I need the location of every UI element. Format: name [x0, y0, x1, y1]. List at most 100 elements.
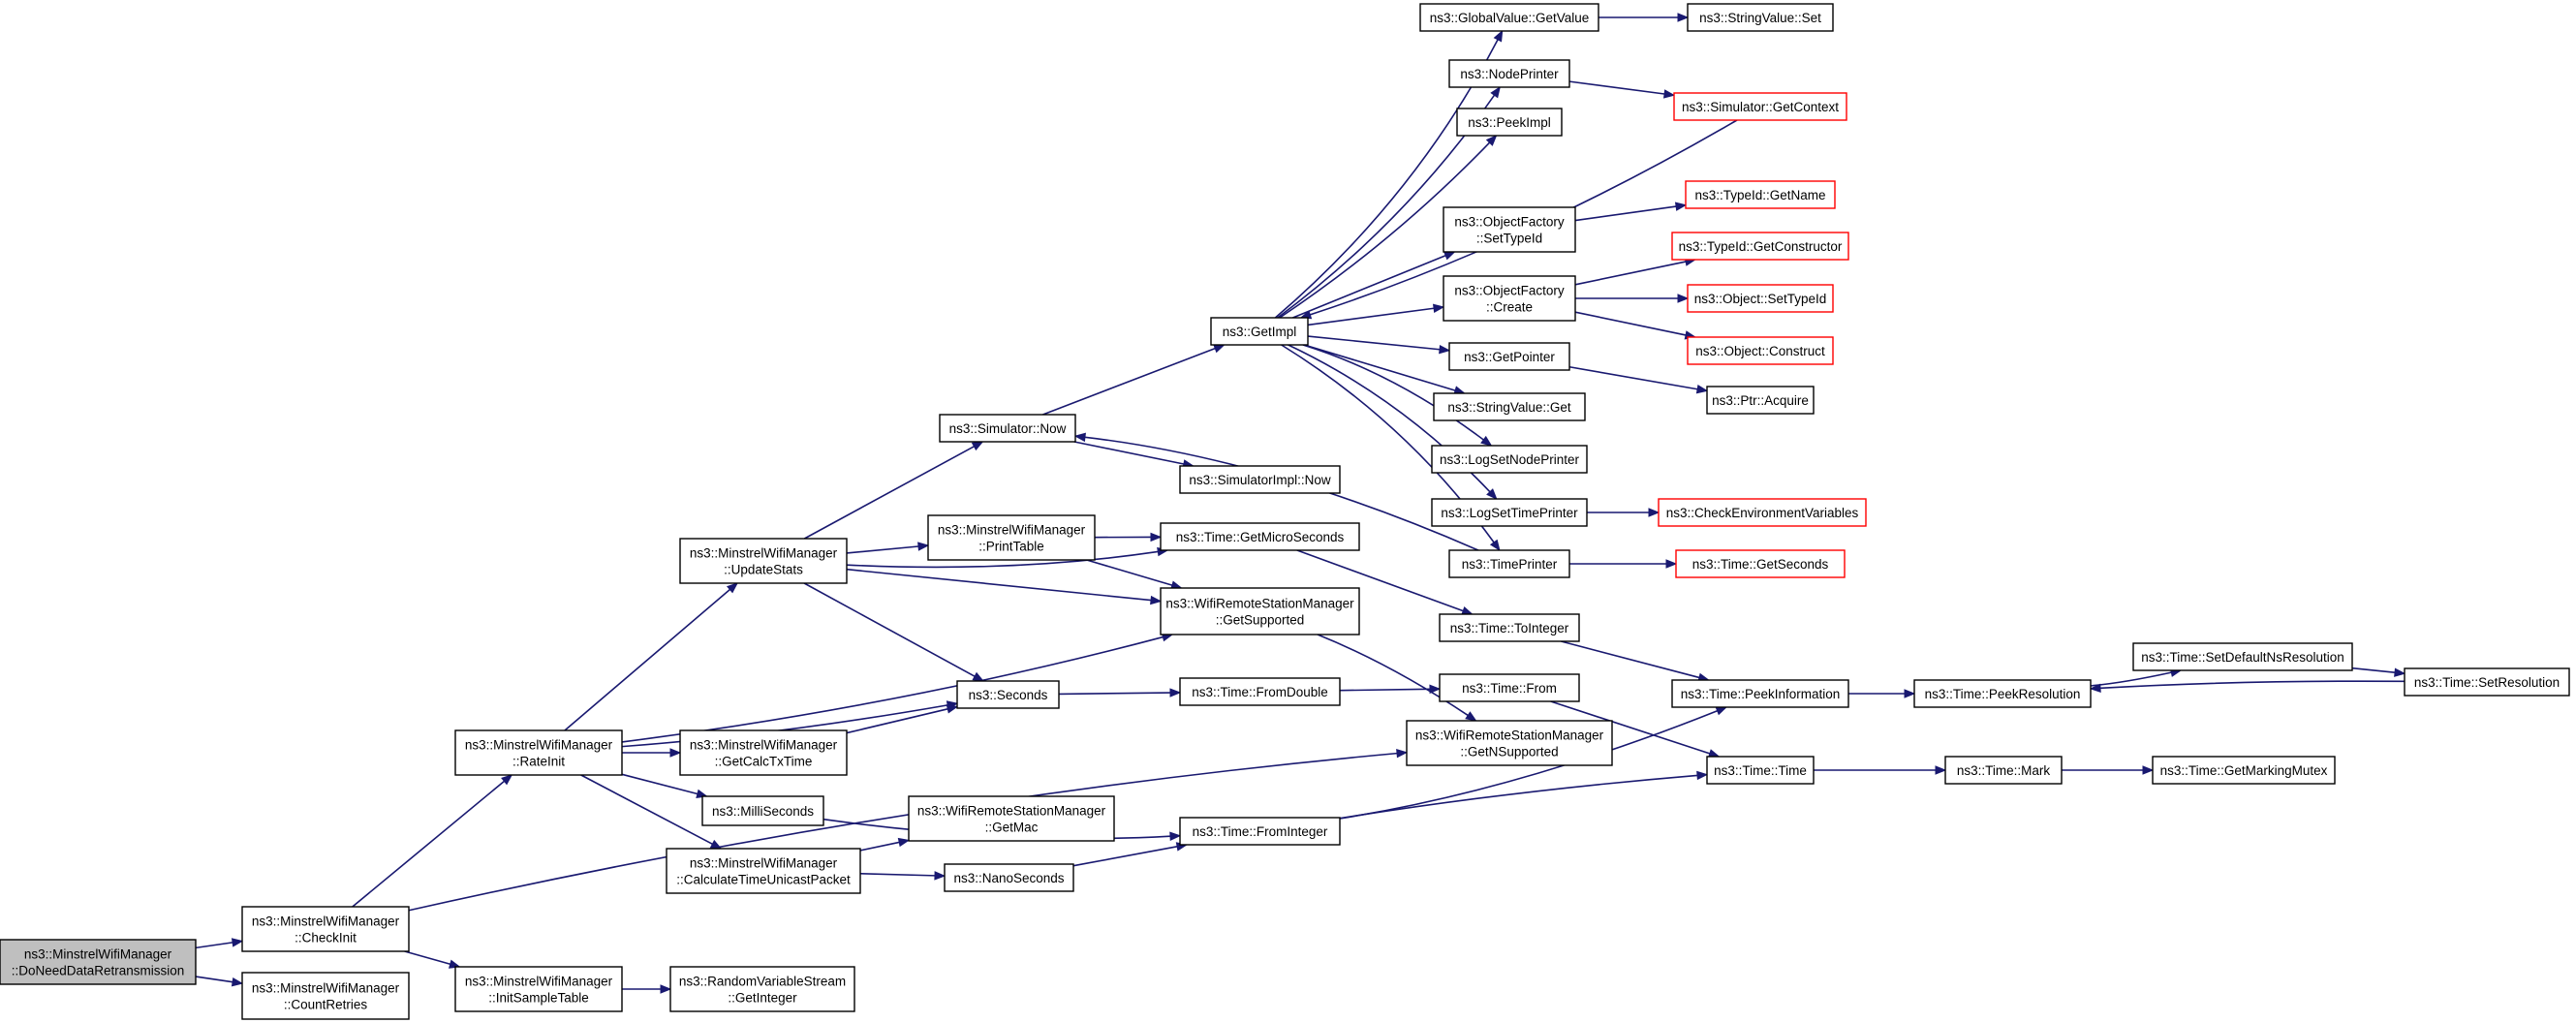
- graph-node-objconstruct[interactable]: ns3::Object::Construct: [1687, 336, 1834, 365]
- graph-node-getmarkingmutex[interactable]: ns3::Time::GetMarkingMutex: [2152, 756, 2336, 785]
- arrowhead: [709, 839, 723, 850]
- node-box: [1439, 613, 1580, 642]
- graph-node-initsampletable[interactable]: ns3::MinstrelWifiManager::InitSampleTabl…: [454, 966, 623, 1012]
- graph-node-timeprinter[interactable]: ns3::TimePrinter: [1448, 549, 1570, 578]
- graph-node-setdefaultns[interactable]: ns3::Time::SetDefaultNsResolution: [2132, 642, 2353, 671]
- node-box: [939, 414, 1076, 443]
- node-label: ns3::Time::SetResolution: [2414, 675, 2560, 690]
- graph-node-ofsettypeid[interactable]: ns3::ObjectFactory::SetTypeId: [1443, 206, 1576, 253]
- edge-timefrom-to-timetime: [1550, 700, 1711, 755]
- node-label: ns3::Time::PeekInformation: [1681, 687, 1841, 701]
- graph-node-timetime[interactable]: ns3::Time::Time: [1706, 756, 1815, 785]
- graph-node-stringvalueset[interactable]: ns3::StringValue::Set: [1687, 3, 1834, 32]
- edge-updatestats-to-printtable: [846, 545, 919, 554]
- graph-node-nodeprinter[interactable]: ns3::NodePrinter: [1448, 59, 1570, 88]
- graph-node-getnsupported[interactable]: ns3::WifiRemoteStationManager::GetNSuppo…: [1406, 720, 1613, 766]
- node-box: [2404, 667, 2570, 697]
- node-label: ns3::MinstrelWifiManager: [690, 856, 838, 871]
- graph-node-getinteger[interactable]: ns3::RandomVariableStream::GetInteger: [669, 966, 855, 1012]
- graph-node-logsettimeprinter[interactable]: ns3::LogSetTimePrinter: [1431, 498, 1588, 527]
- node-box: [1687, 284, 1834, 313]
- edge-setdefaultns-to-setresolution: [2351, 666, 2396, 673]
- node-label: ns3::MinstrelWifiManager: [24, 947, 172, 962]
- node-label: ns3::WifiRemoteStationManager: [1165, 597, 1354, 611]
- node-label: ns3::GlobalValue::GetValue: [1430, 11, 1590, 25]
- arrowhead: [1213, 344, 1226, 354]
- graph-node-getseconds[interactable]: ns3::Time::GetSeconds: [1675, 549, 1846, 578]
- node-box: [1179, 465, 1341, 494]
- node-label: ns3::MinstrelWifiManager: [690, 546, 838, 561]
- graph-node-ofcreate[interactable]: ns3::ObjectFactory::Create: [1443, 275, 1576, 322]
- edge-simnow-to-simimplnow: [1073, 441, 1185, 465]
- node-label: ns3::Time::SetDefaultNsResolution: [2141, 650, 2344, 665]
- graph-node-timefrom[interactable]: ns3::Time::From: [1439, 673, 1580, 702]
- edge-ofsettypeid-to-typeidgetname: [1574, 205, 1677, 222]
- graph-node-getmac[interactable]: ns3::WifiRemoteStationManager::GetMac: [908, 795, 1115, 842]
- node-label: ns3::Object::SetTypeId: [1694, 292, 1827, 306]
- graph-node-typeidgetname[interactable]: ns3::TypeId::GetName: [1685, 180, 1836, 209]
- graph-node-logsetnodeprinter[interactable]: ns3::LogSetNodePrinter: [1431, 445, 1588, 474]
- edge-printtable-to-getsupported: [1086, 559, 1173, 586]
- graph-node-rateinit[interactable]: ns3::MinstrelWifiManager::RateInit: [454, 729, 623, 776]
- node-label: ns3::MilliSeconds: [712, 804, 814, 819]
- node-label: ::GetCalcTxTime: [715, 755, 813, 769]
- graph-node-stringvalueget[interactable]: ns3::StringValue::Get: [1433, 392, 1586, 421]
- graph-node-peekinformation[interactable]: ns3::Time::PeekInformation: [1671, 679, 1849, 708]
- graph-node-objsettypeid[interactable]: ns3::Object::SetTypeId: [1687, 284, 1834, 313]
- graph-node-fromdouble[interactable]: ns3::Time::FromDouble: [1179, 677, 1341, 706]
- arrowhead: [726, 582, 739, 594]
- graph-node-updatestats[interactable]: ns3::MinstrelWifiManager::UpdateStats: [679, 538, 848, 584]
- edge-updatestats-to-simnow: [803, 446, 975, 540]
- graph-node-simnow[interactable]: ns3::Simulator::Now: [939, 414, 1076, 443]
- graph-node-getcontext[interactable]: ns3::Simulator::GetContext: [1673, 92, 1847, 121]
- node-label: ::GetMac: [985, 821, 1039, 835]
- node-label: ns3::TypeId::GetConstructor: [1679, 239, 1843, 254]
- graph-node-root[interactable]: ns3::MinstrelWifiManager::DoNeedDataRetr…: [0, 939, 197, 985]
- arrowhead: [1169, 831, 1182, 841]
- node-box: [1913, 679, 2092, 708]
- graph-node-calctimeunicast[interactable]: ns3::MinstrelWifiManager::CalculateTimeU…: [666, 848, 861, 894]
- node-label: ns3::WifiRemoteStationManager: [917, 804, 1106, 819]
- arrowhead: [2394, 667, 2406, 677]
- graph-node-typeidgetctor[interactable]: ns3::TypeId::GetConstructor: [1671, 232, 1849, 261]
- node-box: [679, 729, 848, 776]
- edge-setresolution-to-peekresolution: [2099, 680, 2405, 690]
- graph-node-globalvalue[interactable]: ns3::GlobalValue::GetValue: [1419, 3, 1599, 32]
- node-label: ns3::Time::Time: [1714, 763, 1807, 778]
- graph-node-peekimpl[interactable]: ns3::PeekImpl: [1456, 108, 1563, 137]
- node-label: ns3::TypeId::GetName: [1694, 188, 1825, 202]
- arrowhead: [1674, 202, 1688, 211]
- graph-node-seconds[interactable]: ns3::Seconds: [956, 680, 1060, 709]
- node-label: ns3::MinstrelWifiManager: [690, 738, 838, 753]
- graph-node-checkinit[interactable]: ns3::MinstrelWifiManager::CheckInit: [241, 906, 410, 952]
- node-label: ns3::WifiRemoteStationManager: [1415, 728, 1604, 743]
- edge-getimpl-to-ofsettypeid: [1292, 255, 1446, 319]
- graph-node-getimpl[interactable]: ns3::GetImpl: [1210, 317, 1309, 346]
- graph-node-getcalctxtime[interactable]: ns3::MinstrelWifiManager::GetCalcTxTime: [679, 729, 848, 776]
- graph-node-milliseconds[interactable]: ns3::MilliSeconds: [701, 795, 824, 826]
- graph-node-simimplnow[interactable]: ns3::SimulatorImpl::Now: [1179, 465, 1341, 494]
- node-label: ::GetInteger: [728, 991, 797, 1006]
- arrowhead: [2089, 683, 2101, 694]
- graph-node-timemark[interactable]: ns3::Time::Mark: [1944, 756, 2063, 785]
- graph-node-getsupported[interactable]: ns3::WifiRemoteStationManager::GetSuppor…: [1160, 587, 1360, 636]
- graph-node-countretries[interactable]: ns3::MinstrelWifiManager::CountRetries: [241, 972, 410, 1020]
- graph-node-nanoseconds[interactable]: ns3::NanoSeconds: [944, 863, 1074, 892]
- graph-node-ptracquire[interactable]: ns3::Ptr::Acquire: [1706, 386, 1815, 415]
- graph-node-checkenv[interactable]: ns3::CheckEnvironmentVariables: [1658, 498, 1867, 527]
- graph-node-getpointer[interactable]: ns3::GetPointer: [1448, 342, 1570, 371]
- graph-node-tointeger[interactable]: ns3::Time::ToInteger: [1439, 613, 1580, 642]
- node-label: ns3::Time::Mark: [1957, 763, 2051, 778]
- graph-node-peekresolution[interactable]: ns3::Time::PeekResolution: [1913, 679, 2092, 708]
- graph-node-frominteger[interactable]: ns3::Time::FromInteger: [1179, 817, 1341, 846]
- arrowhead: [1486, 488, 1498, 500]
- graph-node-printtable[interactable]: ns3::MinstrelWifiManager::PrintTable: [927, 514, 1096, 561]
- node-box: [1210, 317, 1309, 346]
- edge-getpointer-to-ptracquire: [1568, 365, 1698, 390]
- node-label: ns3::Ptr::Acquire: [1712, 393, 1809, 408]
- graph-node-getmicroseconds[interactable]: ns3::Time::GetMicroSeconds: [1160, 522, 1360, 551]
- node-box: [1671, 679, 1849, 708]
- node-box: [1673, 92, 1847, 121]
- graph-node-setresolution[interactable]: ns3::Time::SetResolution: [2404, 667, 2570, 697]
- node-box: [679, 538, 848, 584]
